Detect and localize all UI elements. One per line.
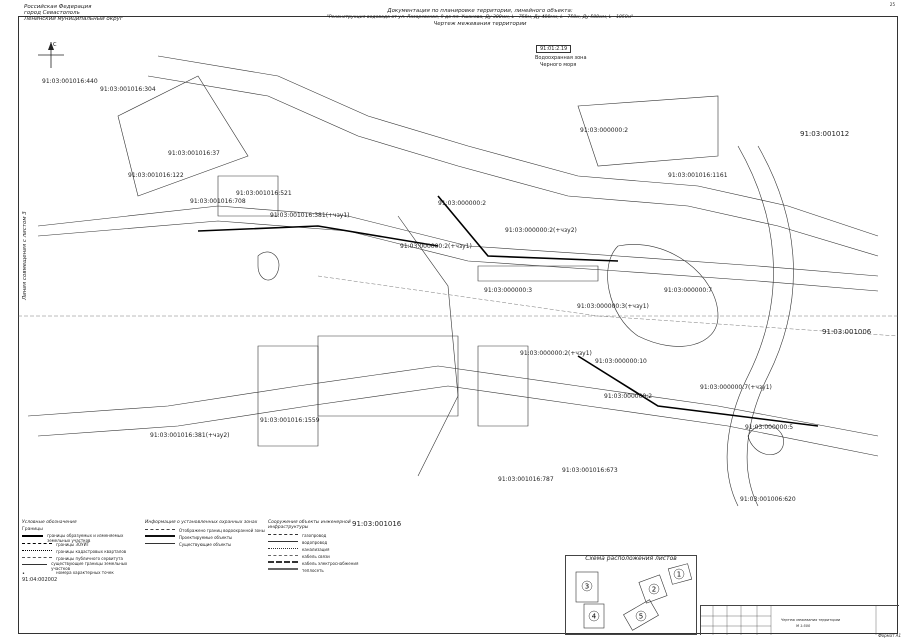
legend3-item: водопровод: [268, 539, 388, 546]
legend-code: 91:04:002002: [22, 576, 58, 583]
parcel-label: 91:03:000000:7: [664, 287, 713, 294]
parcel-label: 91:03:000000:7(+чзу1): [700, 384, 772, 391]
parcel-label: 91:03:000000:2(+чзу2): [505, 227, 577, 234]
paper-format: Формат А1: [878, 633, 901, 638]
sheet-layout-scheme: Схема расположения листов 1 2 3 4 5: [565, 555, 697, 635]
parcel-label: 91:03:000000:2(+чзу1): [400, 243, 472, 250]
parcel-label: 91:03:001016:381(+чзу1): [270, 212, 350, 219]
legend-zones: Информация о установленных охранных зона…: [145, 520, 265, 548]
title-line-1: Документация по планировке территории, л…: [387, 8, 573, 14]
legend3-title: Сооружения объекты инженерной инфраструк…: [268, 520, 351, 530]
parcel-label: 91:03:000000:2: [580, 127, 629, 134]
quarter-label: 91:03:001012: [800, 130, 850, 138]
title-block: Документация по планировке территории, л…: [280, 8, 680, 27]
legend-title: Условные обозначения: [22, 520, 77, 525]
parcel-label: 91:03:000000:2: [604, 393, 653, 400]
parcel-label: 91:03:000000:2(+чзу1): [520, 350, 592, 357]
legend3-item: теплосеть: [268, 567, 388, 574]
legend3-item: канализация: [268, 546, 388, 553]
parcel-label: 91:03:001016:521: [236, 190, 292, 197]
parcel-label: 91:03:001016:440: [42, 78, 98, 85]
legend2-item: Существующие объекты: [145, 541, 265, 548]
parcel-label: 91:03:001016:787: [498, 476, 554, 483]
scheme-sheet-number: 5: [639, 613, 643, 621]
quarter-label: 91:03:001006: [822, 328, 872, 336]
parcel-label: 91:03:000000:2: [438, 200, 487, 207]
legend-item: •номера характерных точек: [22, 570, 114, 577]
scheme-sheet-number: 2: [652, 586, 656, 594]
stamp-title: Чертеж межевания территории: [781, 618, 841, 622]
scheme-sheet-number: 1: [677, 571, 681, 579]
scheme-sheet-number: 4: [592, 613, 597, 621]
legend2-title: Информация о установленных охранных зона…: [145, 520, 258, 525]
legend-item: границы кадастровых кварталов: [22, 548, 132, 555]
legend3-item: газопровод: [268, 532, 388, 539]
parcel-label: 91:03:000000:5: [745, 424, 794, 431]
stamp-scale: М 1:500: [796, 624, 811, 628]
stamp-grid: [701, 606, 877, 635]
drawing-frame: [18, 16, 898, 634]
svg-text:С: С: [53, 42, 57, 48]
scheme-diagram: 1 2 3 4 5: [575, 563, 693, 631]
parcel-label: 91:03:001016:381(+чзу2): [150, 432, 230, 439]
legend-item: границы ЗОУИТ: [22, 541, 132, 548]
quarter-label: 91:03:001016: [352, 520, 402, 528]
parcel-label: 91:03:000000:3(+чзу1): [577, 303, 649, 310]
title-line-2: "Реконструкция водовода от ул. Лазаревск…: [326, 14, 634, 20]
title-line-3: Чертеж межевания территории: [433, 20, 527, 27]
parcel-label: 91:03:001016:304: [100, 86, 156, 93]
parcel-label: 91:03:001016:1161: [668, 172, 728, 179]
parcel-label: 91:03:001016:122: [128, 172, 184, 179]
parcel-label: 91:03:001016:1559: [260, 417, 320, 424]
parcel-label: 91:03:001006:620: [740, 496, 796, 503]
legend-item: границы публичного сервитута: [22, 555, 132, 562]
legend-infrastructure: Сооружения объекты инженерной инфраструк…: [268, 520, 388, 574]
legend-subtitle: Границы: [22, 527, 43, 532]
page-number: 25: [889, 2, 895, 7]
parcel-label: 91:03:001016:708: [190, 198, 246, 205]
legend2-item: Отображено границ водоохранной зоны: [145, 527, 265, 534]
water-zone-label-1: Водоохранная зона: [535, 55, 587, 61]
legend-item: границы образуемых и изменяемых земельны…: [22, 533, 132, 543]
header-district: Ленинский муниципальный округ: [24, 16, 123, 22]
parcel-label: 91:03:000000:10: [595, 358, 647, 365]
parcel-label: 91:03:001016:37: [168, 150, 220, 157]
scheme-title: Схема расположения листов: [585, 555, 677, 562]
legend2-item: Проектируемые объекты: [145, 534, 265, 541]
parcel-label: 91:03:001016:673: [562, 467, 618, 474]
title-stamp: Чертеж межевания территории М 1:500: [700, 605, 899, 635]
legend3-item: кабель связи: [268, 553, 388, 560]
legend-borders: Условные обозначения Границы границы обр…: [22, 520, 132, 630]
north-arrow-icon: С: [38, 42, 64, 68]
header-country: Российская Федерация: [24, 4, 92, 10]
legend3-item: кабель электроснабжения: [268, 560, 388, 567]
legend-item: существующие границы земельных участков: [22, 561, 132, 571]
water-zone-label-2: Черного моря: [540, 62, 577, 68]
parcel-label: 91:03:000000:3: [484, 287, 533, 294]
scheme-sheet-number: 3: [585, 583, 589, 591]
map-canvas: [18, 55, 898, 507]
header-city: город Севастополь: [24, 10, 80, 16]
water-zone-code: 91:01:2.19: [536, 45, 572, 53]
